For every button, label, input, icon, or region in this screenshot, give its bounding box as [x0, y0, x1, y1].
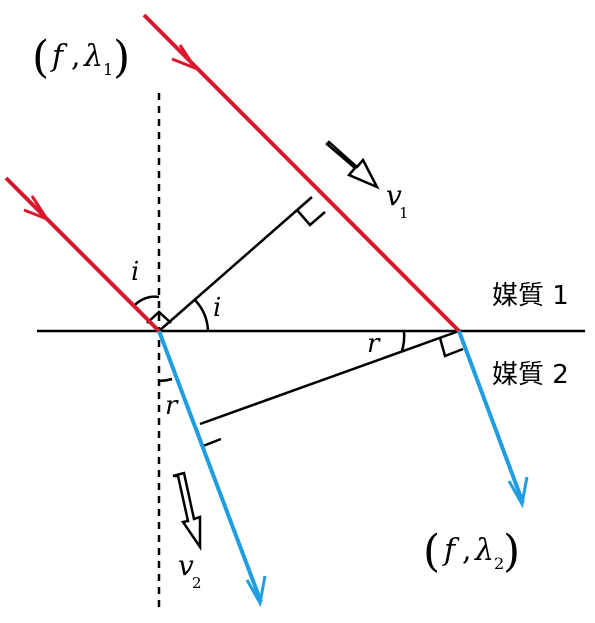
velocity-arrow-v2-icon: [172, 471, 202, 552]
velocity-label-v1: v 1: [386, 179, 409, 222]
velocity-label-v2: v 2: [178, 549, 202, 592]
svg-text:2: 2: [494, 554, 504, 573]
svg-text:v: v: [386, 179, 402, 212]
right-angle-marker-upper: [296, 209, 326, 227]
medium-2-label: 媒質 2: [492, 360, 569, 390]
svg-text:λ: λ: [474, 533, 494, 568]
incident-wave-label: ( f , λ 1 ): [32, 32, 130, 83]
angle-r-arc-wavefront: [400, 330, 406, 352]
incident-wavefront: [158, 196, 313, 332]
refracted-ray-left: [157, 330, 263, 603]
ray-arrowhead-icon: [507, 476, 529, 509]
svg-text:): ): [113, 32, 130, 83]
medium-1-label: 媒質 1: [492, 281, 569, 311]
svg-text:v: v: [178, 549, 194, 582]
svg-text:1: 1: [103, 60, 113, 79]
svg-text:): ): [503, 526, 520, 577]
svg-text:f: f: [442, 533, 460, 568]
ray-arrowhead-icon: [171, 44, 199, 72]
incident-ray-left: [4, 176, 161, 333]
angle-i-arc-top: [132, 295, 160, 308]
angle-i-arc-wavefront: [194, 299, 210, 332]
right-angle-marker-lower-right: [438, 337, 464, 358]
ray-arrowhead-icon: [245, 575, 267, 608]
svg-text:λ: λ: [83, 39, 103, 74]
velocity-arrow-v1-icon: [325, 140, 380, 190]
svg-text:,: ,: [462, 533, 472, 568]
refracted-ray-right: [457, 330, 525, 504]
angle-label-i-top: i: [131, 257, 139, 287]
right-angle-marker-origin: [146, 310, 172, 324]
ray-arrowhead-icon: [23, 195, 51, 223]
refracted-wave-label: ( f , λ 2 ): [423, 526, 520, 577]
refracted-wavefront: [199, 329, 460, 426]
angle-label-r-wavefront: r: [367, 329, 381, 359]
angle-label-i-wavefront: i: [213, 293, 221, 323]
angle-label-r-normal: r: [165, 391, 179, 421]
angle-r-arc-normal: [158, 377, 173, 383]
svg-text:1: 1: [399, 204, 409, 222]
svg-text:(: (: [423, 526, 440, 577]
svg-text:(: (: [32, 32, 49, 83]
svg-text:f: f: [50, 39, 68, 74]
svg-text:,: ,: [71, 39, 81, 74]
svg-text:2: 2: [192, 574, 202, 592]
